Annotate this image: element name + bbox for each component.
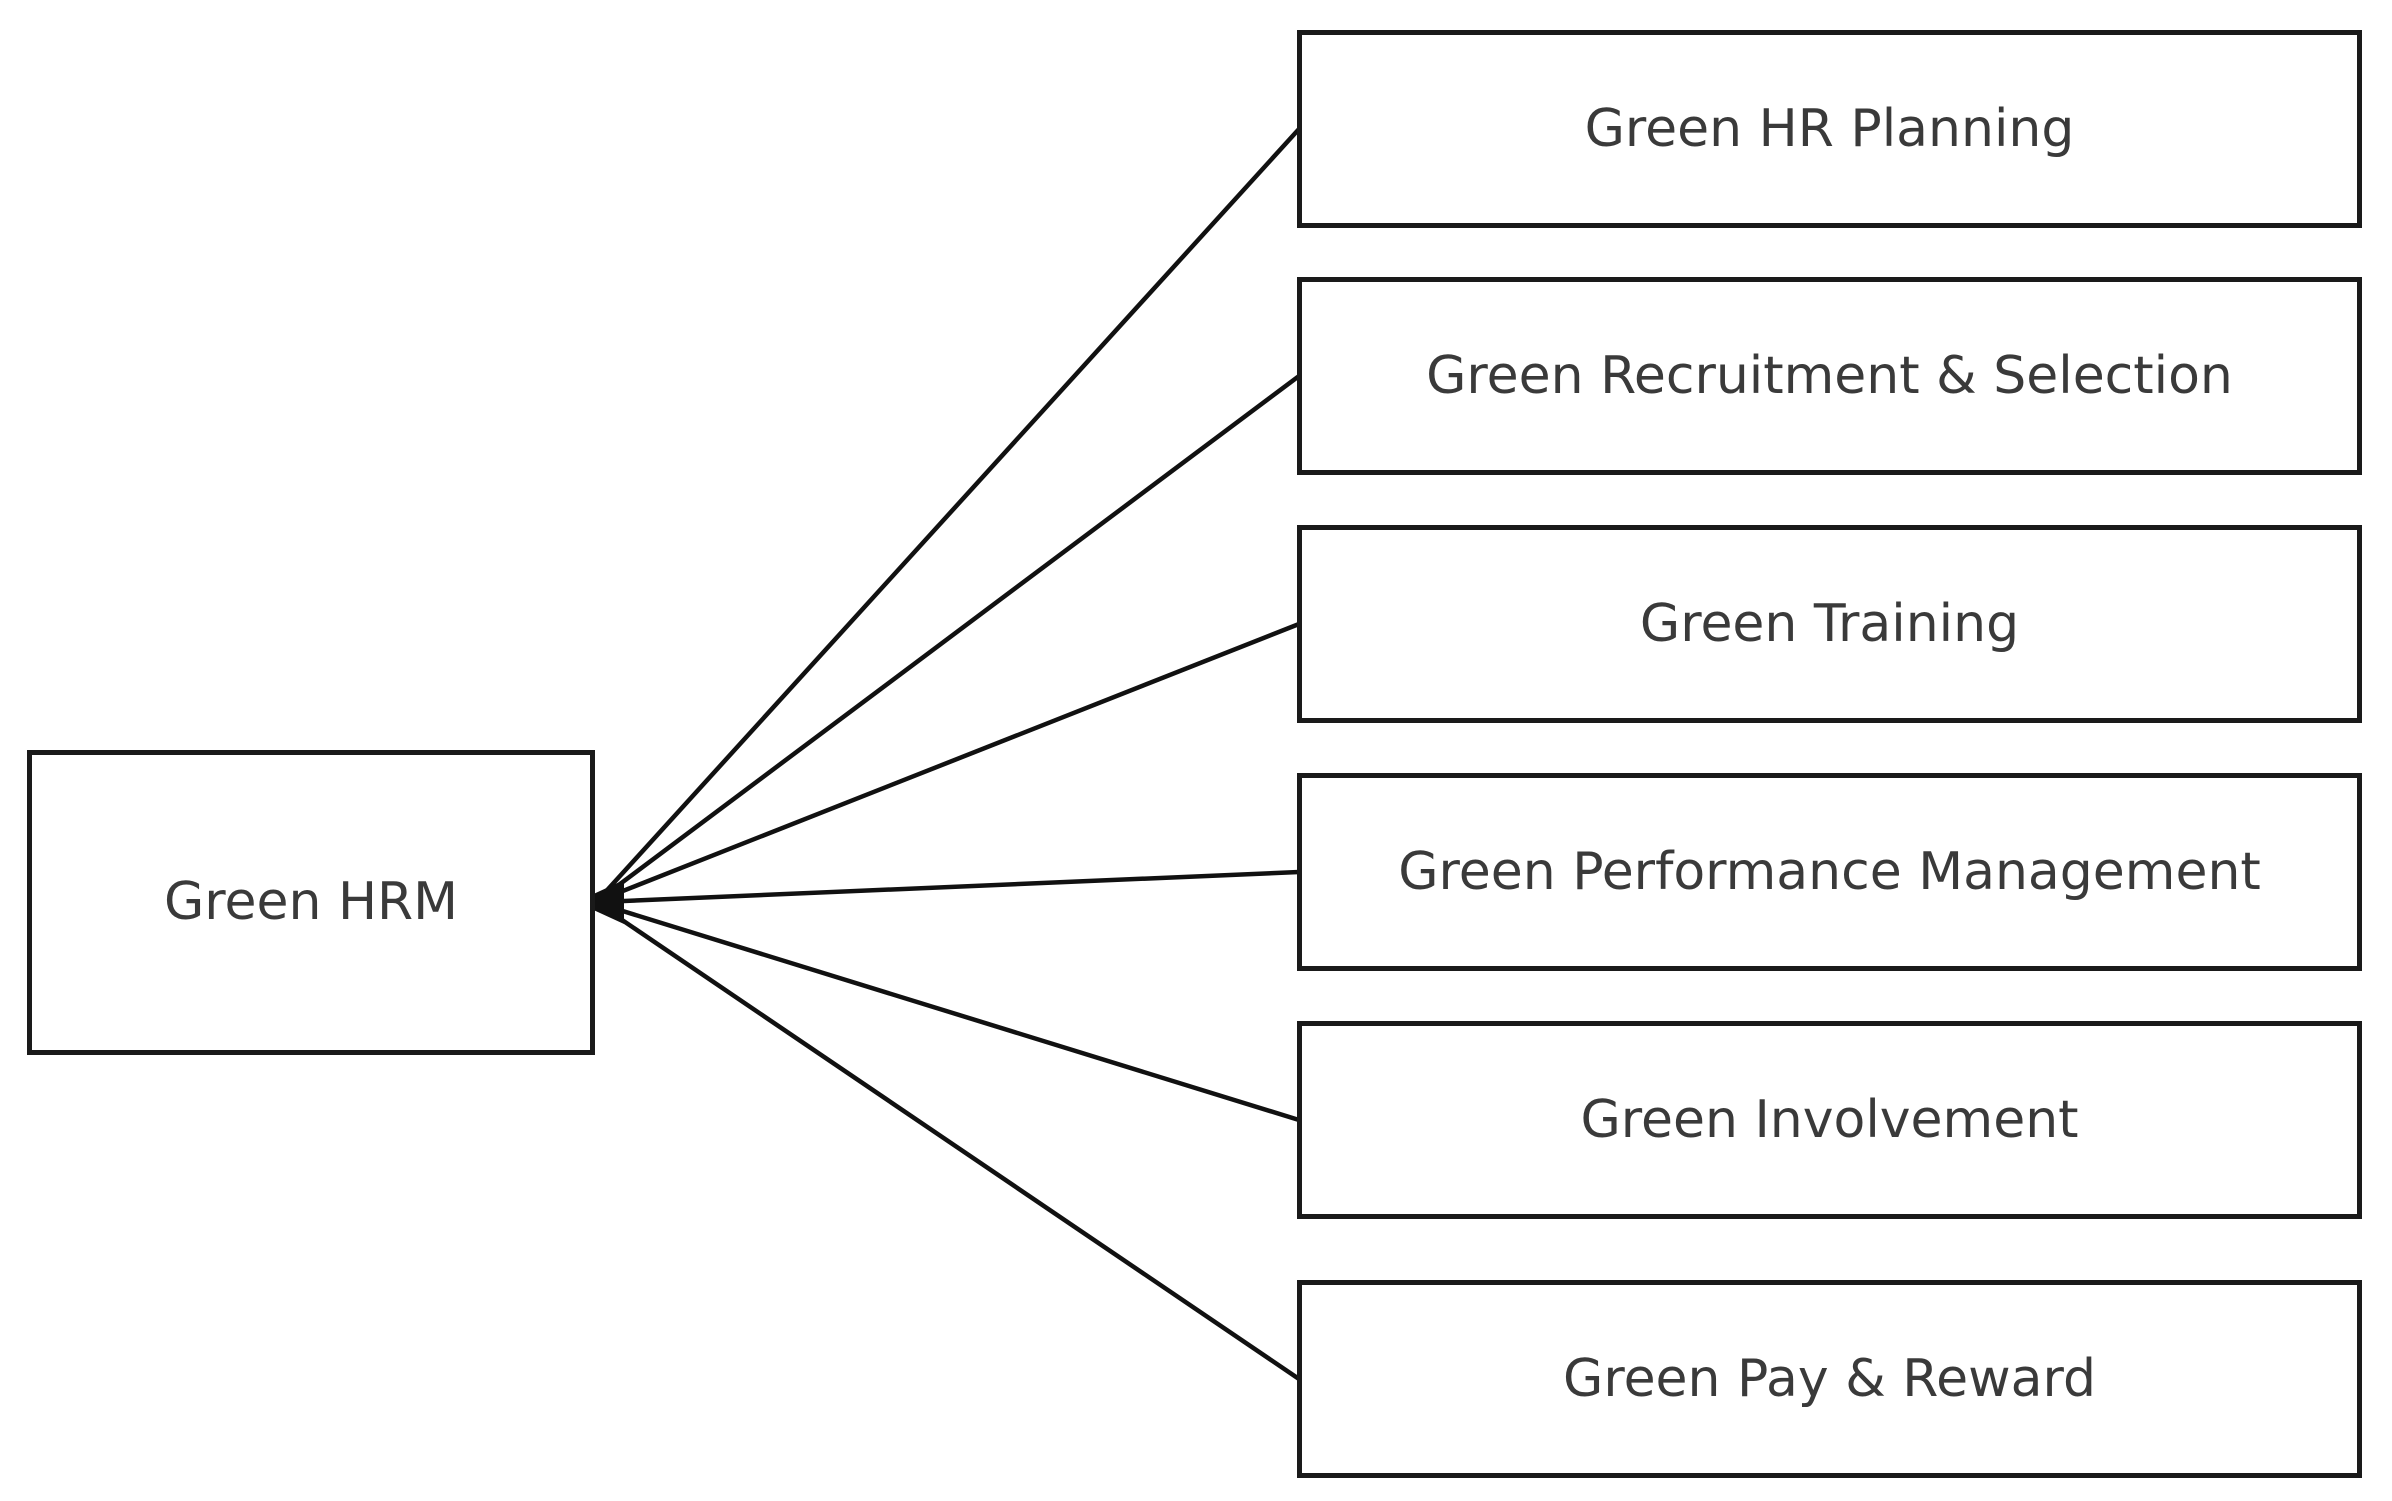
node-green-involvement: Green Involvement: [1297, 1021, 2362, 1219]
node-green-pay-reward: Green Pay & Reward: [1297, 1280, 2362, 1478]
connector-line-involvement: [599, 901, 1300, 1123]
node-green-training: Green Training: [1297, 525, 2362, 723]
connector-line-performance-management: [599, 869, 1300, 905]
node-label: Green HRM: [163, 872, 459, 933]
node-green-hr-planning: Green HR Planning: [1297, 30, 2362, 228]
arrowhead-icon: [576, 880, 624, 924]
connector-line-hr-planning: [598, 127, 1301, 900]
connector-line-pay-reward: [598, 903, 1301, 1381]
connector-line-recruitment-selection: [598, 374, 1301, 901]
connector-line-training: [599, 621, 1300, 903]
node-label: Green HR Planning: [1584, 98, 2075, 159]
node-green-recruitment-selection: Green Recruitment & Selection: [1297, 277, 2362, 475]
node-label: Green Involvement: [1580, 1089, 2079, 1150]
node-label: Green Recruitment & Selection: [1426, 345, 2233, 406]
node-label: Green Pay & Reward: [1563, 1348, 2096, 1409]
node-green-hrm: Green HRM: [27, 750, 595, 1055]
node-green-performance-management: Green Performance Management: [1297, 773, 2362, 971]
node-label: Green Training: [1639, 593, 2020, 654]
node-label: Green Performance Management: [1398, 841, 2261, 902]
